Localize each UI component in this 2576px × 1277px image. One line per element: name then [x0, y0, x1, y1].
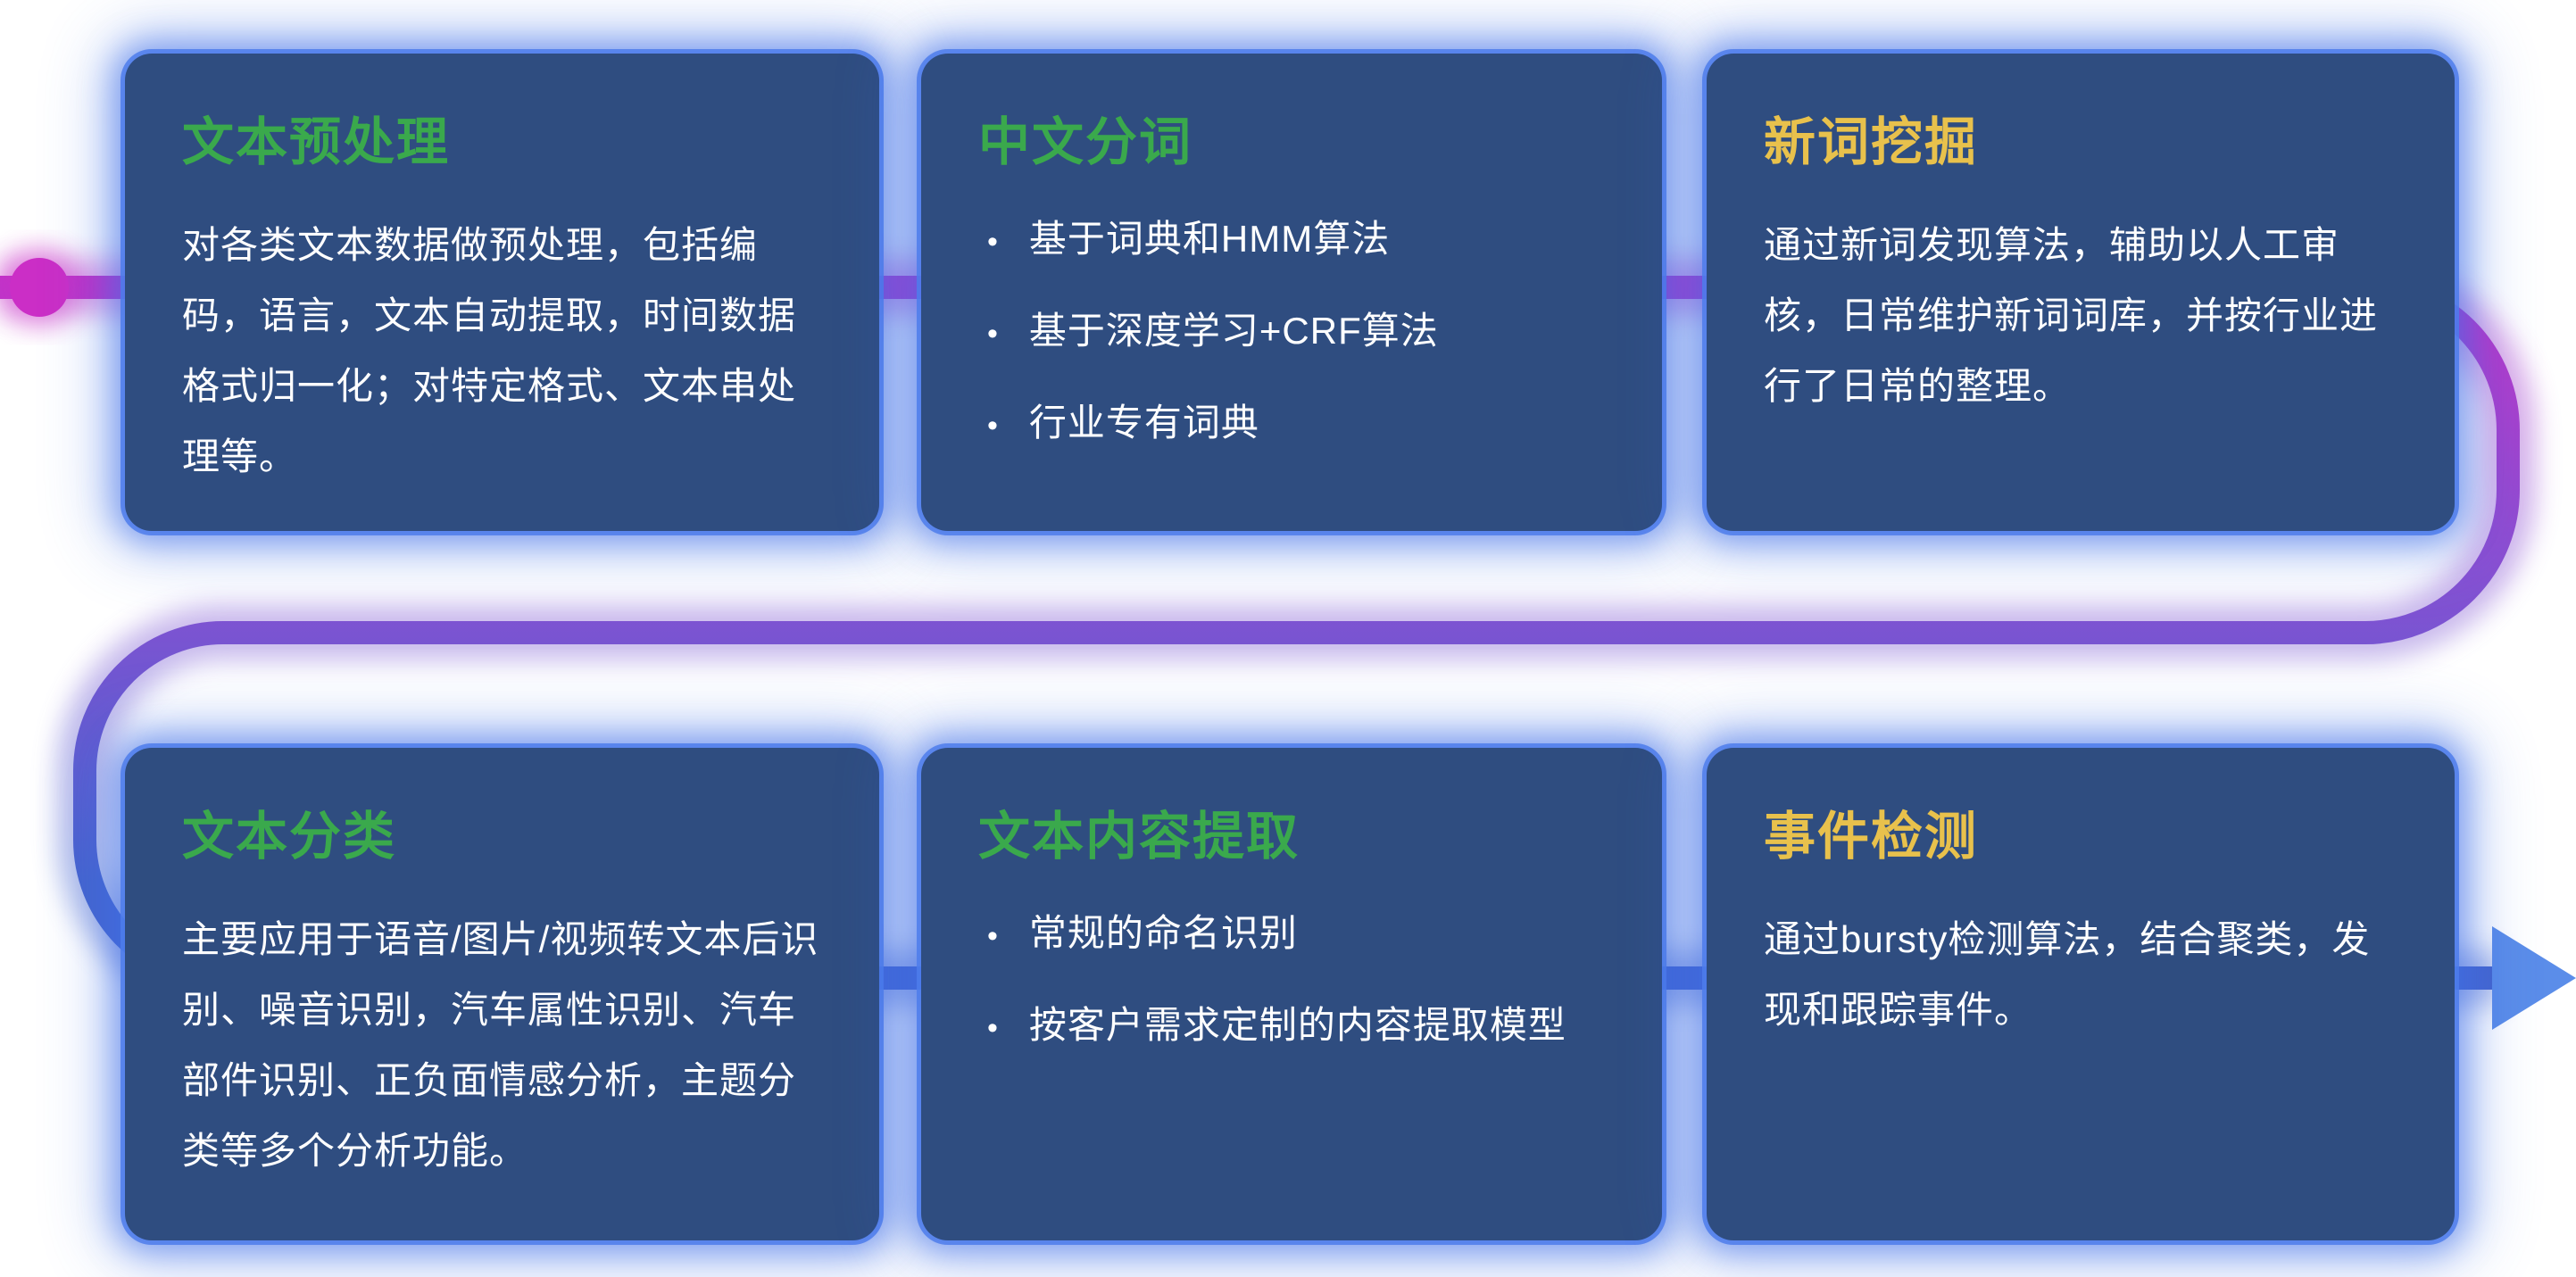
bullet-dot-icon: •	[987, 225, 999, 259]
bullet-item: • 基于词典和HMM算法	[978, 211, 1605, 267]
card-title: 文本预处理	[182, 113, 451, 171]
card-text-preprocessing: 文本预处理 对各类文本数据做预处理，包括编码，语言，文本自动提取，时间数据格式归…	[125, 54, 879, 531]
bullet-item: • 按客户需求定制的内容提取模型	[978, 997, 1605, 1053]
bullet-text: 基于词典和HMM算法	[1028, 218, 1391, 260]
bullet-item: • 基于深度学习+CRF算法	[978, 303, 1605, 359]
card-paragraph: 对各类文本数据做预处理，包括编码，语言，文本自动提取，时间数据格式归一化；对特定…	[182, 224, 797, 477]
flow-line	[0, 276, 2520, 990]
card-title: 文本分类	[182, 808, 397, 866]
card-title: 新词挖掘	[1764, 113, 1979, 171]
card-title: 中文分词	[978, 113, 1193, 171]
card-new-word-mining: 新词挖掘 通过新词发现算法，辅助以人工审核，日常维护新词词库，并按行业进行了日常…	[1707, 54, 2455, 531]
card-event-detection: 事件检测 通过bursty检测算法，结合聚类，发现和跟踪事件。	[1707, 748, 2455, 1240]
card-paragraph: 通过新词发现算法，辅助以人工审核，日常维护新词词库，并按行业进行了日常的整理。	[1764, 224, 2379, 407]
bullet-dot-icon: •	[987, 409, 999, 443]
card-text-content-extraction: 文本内容提取 • 常规的命名识别 • 按客户需求定制的内容提取模型	[921, 748, 1662, 1240]
bullet-text: 基于深度学习+CRF算法	[1028, 310, 1439, 352]
bullet-list: • 基于词典和HMM算法 • 基于深度学习+CRF算法 • 行业专有词典	[978, 211, 1605, 451]
bullet-text: 按客户需求定制的内容提取模型	[1028, 1004, 1566, 1046]
bullet-text: 常规的命名识别	[1028, 912, 1298, 954]
card-title: 事件检测	[1764, 808, 1979, 866]
card-paragraph: 通过bursty检测算法，结合聚类，发现和跟踪事件。	[1764, 918, 2371, 1031]
card-chinese-word-segmentation: 中文分词 • 基于词典和HMM算法 • 基于深度学习+CRF算法 • 行业专有词…	[921, 54, 1662, 531]
bullet-dot-icon: •	[987, 317, 999, 351]
bullet-dot-icon: •	[987, 1011, 999, 1045]
start-dot-icon	[10, 258, 69, 317]
bullet-text: 行业专有词典	[1028, 402, 1259, 444]
card-text-classification: 文本分类 主要应用于语音/图片/视频转文本后识别、噪音识别，汽车属性识别、汽车部…	[125, 748, 879, 1240]
bullet-item: • 行业专有词典	[978, 394, 1605, 451]
card-paragraph: 主要应用于语音/图片/视频转文本后识别、噪音识别，汽车属性识别、汽车部件识别、正…	[182, 918, 819, 1172]
bullet-dot-icon: •	[987, 919, 999, 953]
bullet-item: • 常规的命名识别	[978, 905, 1605, 961]
bullet-list: • 常规的命名识别 • 按客户需求定制的内容提取模型	[978, 905, 1605, 1053]
card-title: 文本内容提取	[978, 808, 1300, 866]
flow-arrow-icon	[2492, 926, 2576, 1030]
